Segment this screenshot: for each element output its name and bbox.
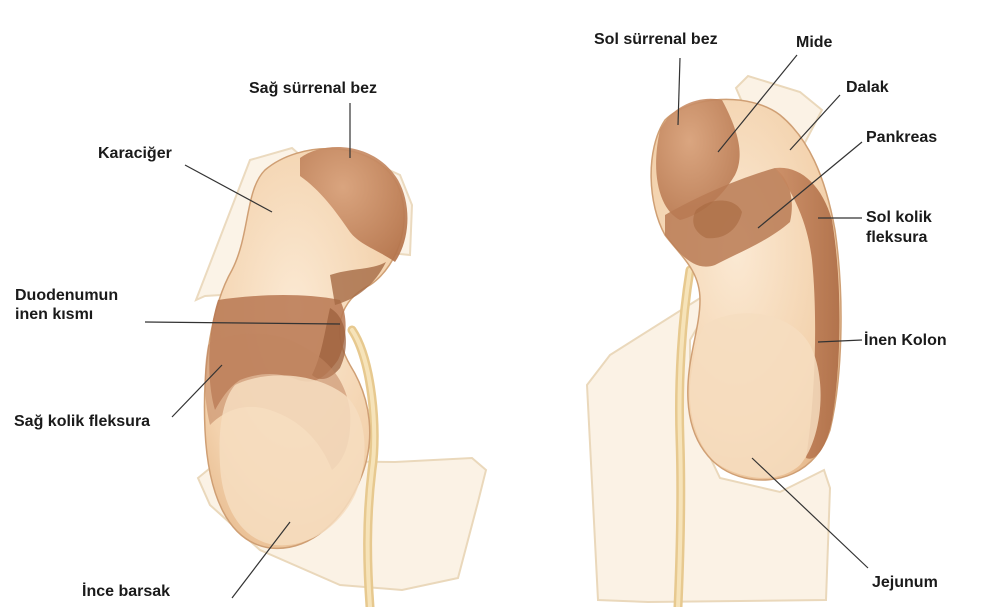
label-right-colic-flexure: Sağ kolik fleksura — [14, 412, 150, 431]
label-left-adrenal-gland: Sol sürrenal bez — [594, 30, 718, 49]
label-duodenum-line1: Duodenumun — [15, 286, 118, 305]
label-descending-colon: İnen Kolon — [864, 331, 947, 350]
label-stomach: Mide — [796, 33, 832, 52]
label-left-colic-flexure-line2: fleksura — [866, 228, 927, 247]
label-liver: Karaciğer — [98, 144, 172, 163]
label-right-adrenal-gland: Sağ sürrenal bez — [249, 79, 377, 98]
label-duodenum-line2: inen kısmı — [15, 305, 93, 324]
label-left-colic-flexure-line1: Sol kolik — [866, 208, 932, 227]
jejunum-lobe — [690, 313, 821, 478]
label-jejunum: Jejunum — [872, 573, 938, 592]
label-pancreas: Pankreas — [866, 128, 937, 147]
label-spleen: Dalak — [846, 78, 889, 97]
label-small-intestine: İnce barsak — [82, 582, 170, 601]
